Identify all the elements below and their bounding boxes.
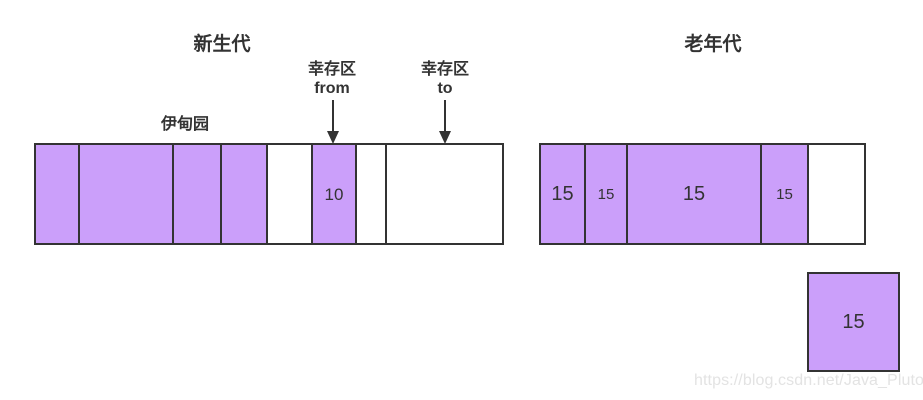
- survivor-from-label-line1: 幸存区: [307, 61, 356, 78]
- old-generation-cell-0-value: 15: [551, 183, 574, 205]
- young-generation-cell-5-value: 10: [324, 184, 344, 204]
- survivor-to-label-line2: to: [437, 80, 453, 97]
- young-generation-cell-6: [357, 145, 387, 243]
- young-generation-cell-5: 10: [313, 145, 357, 243]
- survivor-to-arrow: [439, 100, 451, 144]
- young-generation-cell-7: [387, 145, 502, 243]
- old-generation-cell-0: 15: [541, 145, 586, 243]
- young-generation-cell-1: [80, 145, 174, 243]
- old-generation-title: 老年代: [684, 34, 742, 55]
- old-generation-cell-2-value: 15: [682, 183, 706, 205]
- young-generation-box: 10: [34, 143, 504, 245]
- old-generation-cell-4: [809, 145, 864, 243]
- old-generation-cell-2: 15: [628, 145, 762, 243]
- young-generation-cell-0: [36, 145, 80, 243]
- young-generation-cell-4: [268, 145, 313, 243]
- promoted-object-box: 15: [807, 272, 900, 372]
- old-generation-cell-3: 15: [762, 145, 809, 243]
- old-generation-cell-1: 15: [586, 145, 628, 243]
- watermark-text: https://blog.csdn.net/Java_Pluto: [694, 372, 923, 389]
- young-generation-cell-2: [174, 145, 222, 243]
- young-generation-cell-3: [222, 145, 268, 243]
- survivor-to-label-line1: 幸存区: [420, 61, 469, 78]
- eden-label: 伊甸园: [160, 116, 209, 133]
- old-generation-box: 15 15 15 15: [539, 143, 866, 245]
- survivor-from-arrow: [327, 100, 339, 144]
- promoted-object-value: 15: [842, 311, 865, 333]
- survivor-from-label-line2: from: [314, 80, 350, 97]
- young-generation-title: 新生代: [193, 34, 251, 55]
- old-generation-cell-3-value: 15: [776, 185, 793, 203]
- old-generation-cell-1-value: 15: [597, 185, 615, 203]
